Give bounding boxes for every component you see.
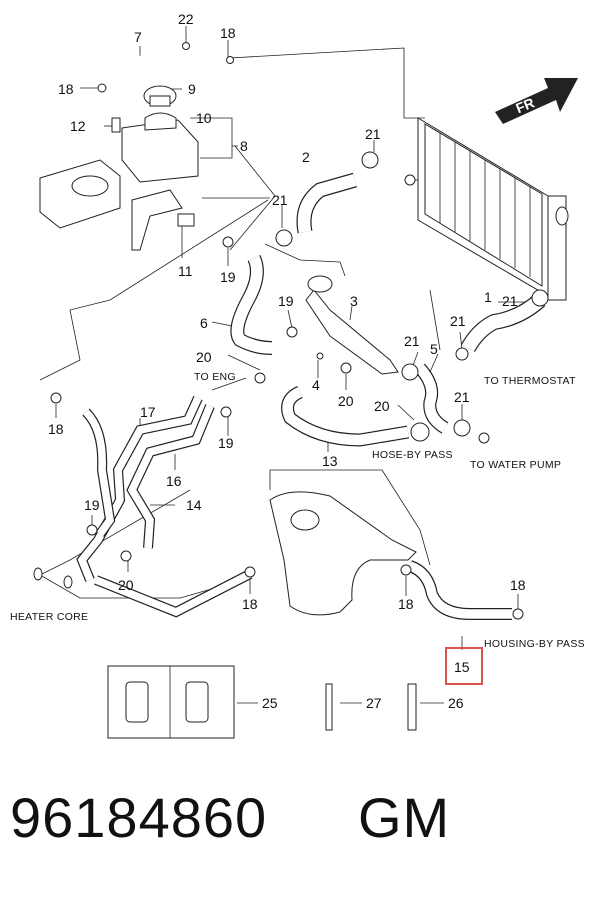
clip-kit-box — [107, 665, 235, 739]
heater-core-connectors — [33, 567, 73, 589]
callout-27: 27 — [366, 695, 382, 711]
callout-20: 20 — [118, 577, 134, 593]
callout-19: 19 — [84, 497, 100, 513]
callout-13: 13 — [322, 453, 338, 469]
note-housing-by-pass: HOUSING-BY PASS — [484, 638, 585, 650]
callout-4: 4 — [312, 377, 320, 393]
callout-14: 14 — [186, 497, 202, 513]
callout-20: 20 — [338, 393, 354, 409]
callout-7: 7 — [134, 29, 142, 45]
callout-26: 26 — [448, 695, 464, 711]
callout-9: 9 — [188, 81, 196, 97]
callout-18: 18 — [48, 421, 64, 437]
front-direction-arrow: FR — [495, 78, 578, 124]
callout-11: 11 — [178, 263, 193, 279]
note-hose-by-pass: HOSE-BY PASS — [372, 449, 453, 461]
callout-labels: 22 18 7 18 9 10 12 8 2 21 21 21 11 19 3 … — [48, 11, 526, 711]
callout-19: 19 — [220, 269, 236, 285]
callout-19: 19 — [218, 435, 234, 451]
callout-19: 19 — [278, 293, 294, 309]
callout-21: 21 — [450, 313, 466, 329]
thermostat-housing — [307, 275, 333, 293]
callout-12: 12 — [70, 118, 86, 134]
callout-21: 21 — [502, 293, 518, 309]
callout-18: 18 — [220, 25, 236, 41]
callout-20: 20 — [374, 398, 390, 414]
callout-3: 3 — [350, 293, 358, 309]
water-outlet-pipe — [305, 289, 399, 375]
callout-21: 21 — [365, 126, 381, 142]
callout-1: 1 — [484, 289, 492, 305]
direction-label: FR — [513, 94, 536, 116]
footer-part-number: 96184860 — [10, 786, 268, 849]
callout-21: 21 — [454, 389, 470, 405]
callout-17: 17 — [140, 404, 156, 420]
callout-20: 20 — [196, 349, 212, 365]
note-to-eng: TO ENG — [194, 371, 236, 383]
callout-25: 25 — [262, 695, 278, 711]
footer-brand: GM — [358, 786, 451, 849]
callout-21: 21 — [404, 333, 420, 349]
flow-notes: TO ENG TO THERMOSTAT HOSE-BY PASS TO WAT… — [10, 371, 585, 650]
radiator — [417, 117, 569, 301]
cable-ties — [325, 683, 417, 731]
tank-bracket — [39, 159, 195, 251]
callout-21: 21 — [272, 192, 288, 208]
hose-clamps — [50, 42, 549, 620]
cooling-system-exploded-diagram: FR — [10, 11, 585, 739]
components: FR — [33, 42, 578, 739]
callout-15: 15 — [454, 659, 470, 675]
callout-18: 18 — [242, 596, 258, 612]
hoses — [76, 55, 546, 620]
callout-22: 22 — [178, 11, 194, 27]
expansion-tank — [111, 85, 199, 183]
callout-2: 2 — [302, 149, 310, 165]
callout-16: 16 — [166, 473, 182, 489]
callout-18: 18 — [58, 81, 74, 97]
note-to-water-pump: TO WATER PUMP — [470, 459, 561, 471]
callout-18: 18 — [510, 577, 526, 593]
highlight-box-part-15 — [445, 647, 483, 685]
housing-bypass-body — [269, 491, 417, 616]
callout-18: 18 — [398, 596, 414, 612]
note-to-thermostat: TO THERMOSTAT — [484, 375, 576, 387]
callout-5: 5 — [430, 341, 438, 357]
note-heater-core: HEATER CORE — [10, 611, 88, 623]
callout-8: 8 — [240, 138, 248, 154]
callout-10: 10 — [196, 110, 212, 126]
callout-6: 6 — [200, 315, 208, 331]
